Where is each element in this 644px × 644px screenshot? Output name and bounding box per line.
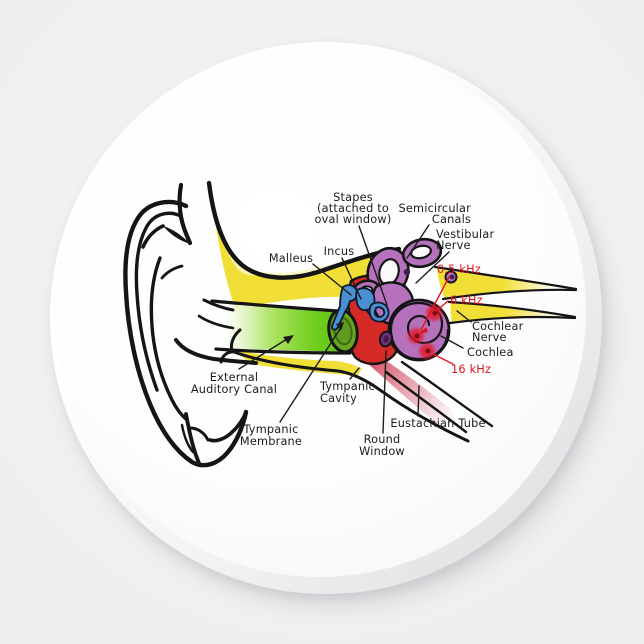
leader-round-window: [382, 350, 387, 434]
leader-16khz: [432, 353, 454, 365]
vestibular-nerve-shape: [433, 265, 578, 301]
label-stapes-line1: Stapes: [333, 191, 373, 204]
label-tympanic-cavity-line1: Tympanic: [319, 380, 375, 393]
arrowhead: [336, 322, 344, 331]
leader-cochlea: [440, 335, 464, 349]
leader-0.5khz: [420, 276, 450, 331]
leader-lines: [238, 224, 472, 434]
ampulla-dot: [449, 274, 455, 280]
leader-tympanic-cavity: [349, 367, 360, 380]
leader-incus: [341, 257, 362, 300]
cochlear-nerve-shape: [447, 300, 577, 325]
arrowhead: [283, 335, 294, 344]
label-frequency-0.5khz: 0.5 kHz: [437, 263, 481, 276]
label-semicircular-canals-line2: Canals: [432, 213, 471, 226]
label-tympanic-membrane-line1: Tympanic: [242, 423, 298, 436]
leader-eustachian-tube: [417, 385, 420, 417]
leader-stapes: [358, 225, 388, 306]
ampulla-dot: [403, 268, 411, 276]
eustachian-tube-shape: [232, 350, 494, 443]
label-cochlea: Cochlea: [467, 346, 514, 359]
label-tympanic-cavity-line2: Cavity: [320, 392, 357, 405]
label-vestibular-nerve-line1: Vestibular: [436, 228, 494, 241]
ossicles-shape: [330, 284, 390, 331]
leader-cochlear-nerve: [456, 310, 472, 323]
label-external-auditory-canal-line1: External: [210, 371, 258, 384]
label-stapes-line2: (attached to: [317, 202, 389, 215]
leader-malleus: [312, 263, 352, 296]
label-vestibular-nerve-line2: Nerve: [436, 239, 471, 252]
label-cochlear-nerve-line2: Nerve: [472, 331, 507, 344]
label-malleus: Malleus: [269, 252, 313, 265]
label-frequency-16khz: 16 kHz: [451, 363, 491, 376]
label-round-window-line2: Window: [359, 445, 405, 458]
leader-tympanic-membrane: [279, 328, 341, 423]
cochlea-shape: [378, 268, 455, 362]
leader-external-auditory-canal: [238, 338, 288, 370]
arrowhead-red: [419, 327, 428, 334]
label-external-auditory-canal-line2: Auditory Canal: [191, 383, 277, 396]
cochlea-spiral: [389, 301, 450, 361]
label-semicircular-canals-line1: Semicircular: [399, 202, 472, 215]
stapes-shape: [368, 301, 390, 323]
leader-vestibular-nerve: [415, 251, 450, 284]
label-cochlear-nerve-line1: Cochlear: [472, 320, 524, 333]
ear-outline: [123, 182, 258, 468]
label-frequency-6khz: 6 kHz: [450, 294, 483, 307]
label-tympanic-membrane-line2: Membrane: [240, 435, 302, 448]
label-stapes-line3: oval window): [315, 213, 392, 226]
leader-6khz: [435, 300, 449, 312]
labels: Malleus Incus Stapes (attached to oval w…: [191, 191, 524, 458]
leader-semicircular-canals: [406, 224, 430, 259]
label-eustachian-tube: Eustachian Tube: [390, 417, 485, 430]
label-incus: Incus: [324, 245, 355, 258]
label-round-window-line1: Round: [364, 433, 401, 446]
